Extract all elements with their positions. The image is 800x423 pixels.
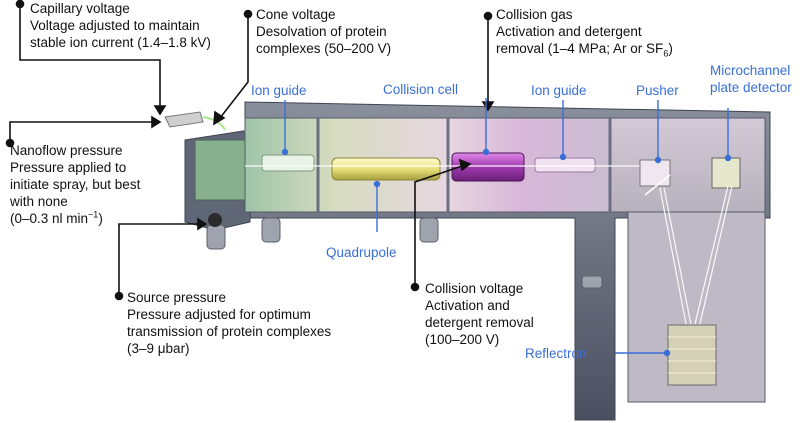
capillary-voltage-title: Capillary voltage [30,1,130,16]
nanoflow-pressure-line4: (0–0.3 nl min−1) [10,209,103,226]
flight-paths [659,185,733,346]
nanoflow-pressure-title: Nanoflow pressure [10,143,123,158]
nanoflow-pressure-line3: with none [10,194,68,209]
ion-guide-2-label: Ion guide [531,83,587,98]
source-pressure-line2: transmission of protein complexes [127,324,332,339]
ion-guide-1-shape [261,154,315,172]
pump-ports [206,217,603,289]
collision-voltage-line3: (100–200 V) [425,332,500,347]
nanoflow-pressure-annotation: Nanoflow pressure Pressure applied to in… [10,142,140,227]
ion-guide-1-label: Ion guide [251,83,307,98]
detector-label-line1: Microchannel [710,63,791,78]
pusher-label: Pusher [636,83,679,98]
capillary-voltage-line1: Voltage adjusted to maintain [30,18,200,33]
collision-gas-line2: removal (1–4 MPa; Ar or SF6) [496,41,673,59]
cone-voltage-line1: Desolvation of protein [256,24,387,39]
capillary-voltage-annotation: Capillary voltage Voltage adjusted to ma… [30,0,211,51]
collision-voltage-title: Collision voltage [425,281,524,296]
source-pressure-valve [208,213,222,227]
cone-voltage-line2: complexes (50–200 V) [256,41,392,56]
collision-voltage-line1: Activation and [425,298,510,313]
quadrupole-shape [331,157,441,181]
cone-voltage-annotation: Cone voltage Desolvation of protein comp… [256,6,391,57]
source-pressure-line3: (3–9 μbar) [127,341,190,356]
detector-label-line2: plate detector [710,80,792,95]
collision-gas-annotation: Collision gas Activation and detergent r… [496,6,673,59]
nanoflow-pressure-line2: initiate spray, but best [10,177,141,192]
collision-voltage-annotation: Collision voltage Activation and deterge… [425,280,534,348]
source-pressure-line1: Pressure adjusted for optimum [127,307,311,322]
reflectron-shape [667,324,717,386]
source-pressure-title: Source pressure [127,290,227,305]
source-pressure-annotation: Source pressure Pressure adjusted for op… [127,289,331,357]
pusher-shape [639,159,671,196]
collision-gas-line1: Activation and detergent [496,24,642,39]
detector-label: Microchannel plate detector [710,62,792,96]
quadrupole-label: Quadrupole [326,245,397,260]
component-lines [281,98,732,357]
collision-gas-title: Collision gas [496,7,573,22]
detector-shape [711,157,741,189]
collision-voltage-line2: detergent removal [425,315,534,330]
cone-voltage-title: Cone voltage [256,7,336,22]
collision-cell-label: Collision cell [383,82,459,97]
ion-guide-2-shape [534,157,596,173]
reflectron-label: Reflectron [525,346,587,361]
capillary-voltage-line2: stable ion current (1.4–1.8 kV) [30,35,211,50]
nanoflow-pressure-line1: Pressure applied to [10,160,127,175]
